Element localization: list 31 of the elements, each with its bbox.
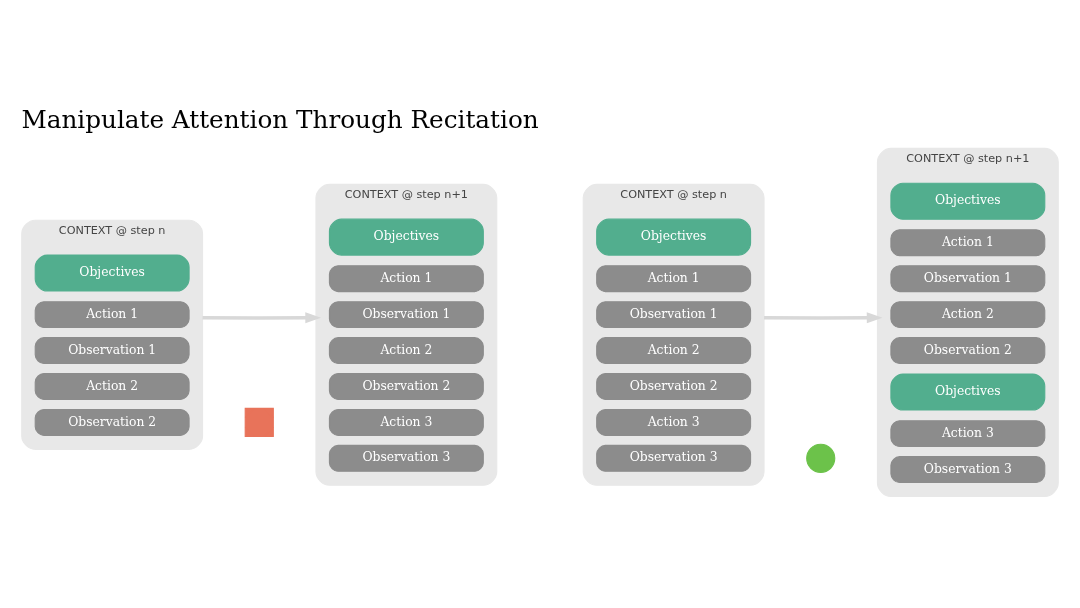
node-box: Objectives [890, 373, 1046, 411]
node-box: Action 2 [890, 300, 1046, 328]
node-box: Observation 1 [34, 336, 190, 364]
node-box: Observation 3 [596, 444, 752, 472]
node-box: Observation 1 [596, 300, 752, 328]
node-box: Action 1 [34, 300, 190, 328]
node-box: Observation 2 [890, 336, 1046, 364]
node-box: Action 2 [596, 336, 752, 364]
node-box: Objectives [34, 254, 190, 292]
node-box: Action 3 [328, 408, 484, 436]
node-box: Observation 2 [596, 372, 752, 400]
arrow [764, 311, 883, 323]
node-box: Observation 1 [328, 300, 484, 328]
node-box: Objectives [328, 218, 484, 256]
node-box: Action 2 [328, 336, 484, 364]
node-box: Action 3 [890, 419, 1046, 447]
node-box: Observation 2 [328, 372, 484, 400]
node-box: Observation 1 [890, 264, 1046, 292]
node-box: Action 3 [596, 408, 752, 436]
node-box: Action 1 [328, 264, 484, 292]
node-box: Action 2 [34, 372, 190, 400]
node-box: Action 1 [596, 264, 752, 292]
node-box: Action 1 [890, 228, 1046, 256]
node-box: Observation 3 [890, 455, 1046, 483]
node-box: Observation 3 [328, 444, 484, 472]
arrow [202, 311, 322, 323]
node-box: Observation 2 [34, 408, 190, 436]
diagram-title: Manipulate Attention Through Recitation [21, 104, 539, 134]
node-box: Objectives [890, 182, 1046, 220]
node-check [806, 443, 836, 473]
node-box: Objectives [596, 218, 752, 256]
